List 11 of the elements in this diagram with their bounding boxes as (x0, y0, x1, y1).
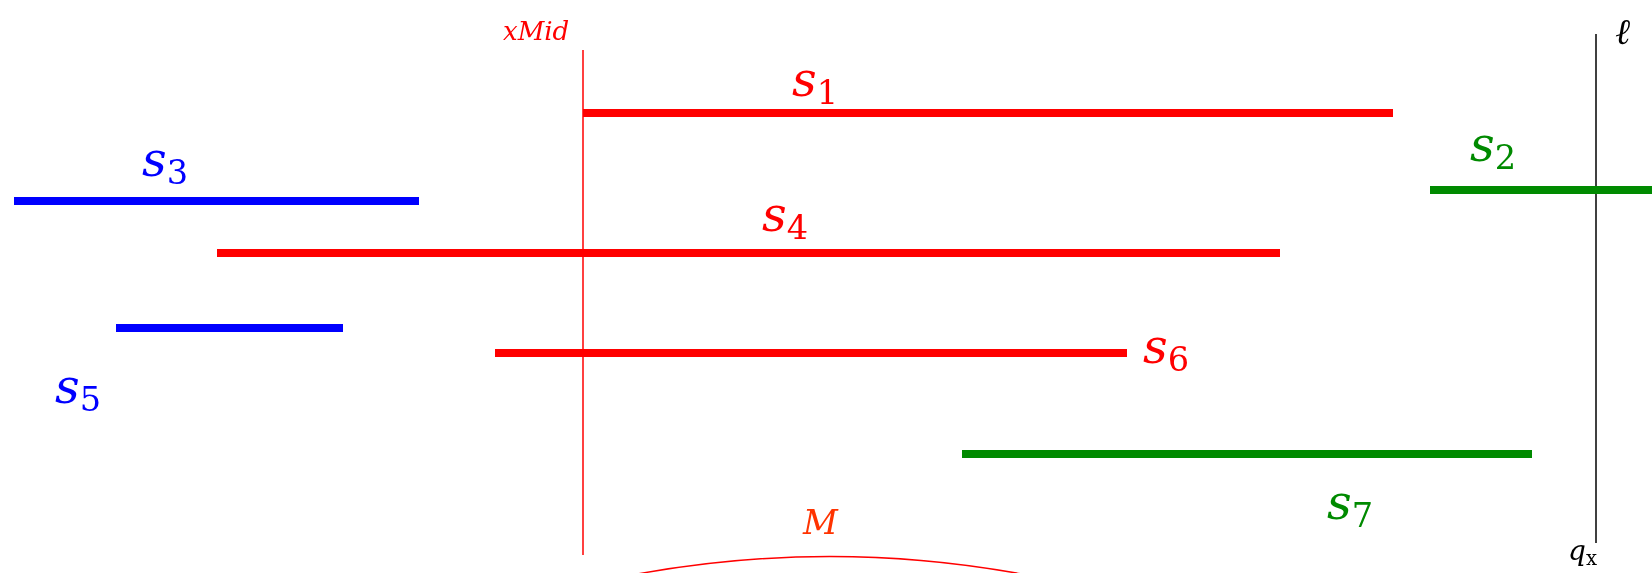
segment-label: s$_{7}$ (1327, 478, 1373, 533)
segment-label: s$_{2}$ (1470, 120, 1516, 175)
line-label: q$_{x}$ (1568, 537, 1597, 569)
segment-label: s$_{1}$ (792, 55, 838, 110)
segment-label: s$_{3}$ (142, 135, 188, 190)
segment-label: s$_{4}$ (762, 190, 808, 245)
segment-label: s$_{6}$ (1143, 322, 1189, 377)
segment-label: s$_{5}$ (55, 362, 101, 417)
line-label: ℓ (1615, 14, 1630, 50)
axis-label: xMid (503, 18, 570, 44)
arc-label: M (803, 505, 838, 539)
